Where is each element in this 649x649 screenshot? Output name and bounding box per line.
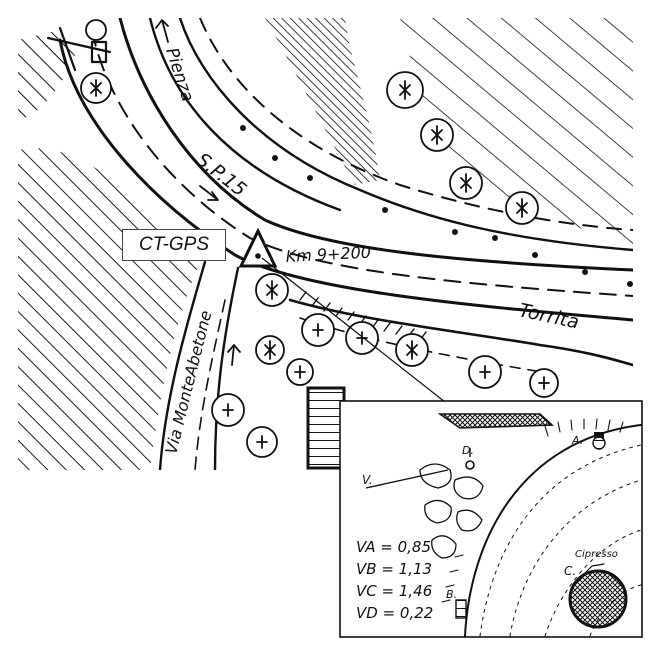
torrita-bank bbox=[288, 298, 633, 367]
detail-inset bbox=[339, 400, 643, 638]
point-v-label: V. bbox=[362, 473, 373, 487]
measurement-vb: VB = 1,13 bbox=[356, 560, 432, 578]
bank-ticks bbox=[299, 291, 427, 341]
measurements: VA = 0,85 VB = 1,13 VC = 1,46 VD = 0,22 bbox=[356, 538, 433, 622]
point-b-label: B. bbox=[446, 588, 457, 601]
measurement-vc: VC = 1,46 bbox=[356, 582, 432, 600]
measurement-va: VA = 0,85 bbox=[356, 538, 431, 556]
river-name-label: Torrita bbox=[517, 299, 581, 333]
street-arrow bbox=[227, 344, 241, 366]
point-d-label: D. bbox=[462, 444, 474, 457]
road-edge-north bbox=[118, 18, 633, 272]
building bbox=[306, 386, 346, 470]
sp15-arrow bbox=[199, 185, 219, 201]
fence-sign bbox=[46, 26, 112, 72]
river-bank-north bbox=[178, 18, 633, 252]
street-dash bbox=[194, 299, 226, 470]
point-c-label: C. bbox=[564, 564, 576, 578]
slope-hatch bbox=[265, 18, 380, 185]
road-direction-label: Pienza bbox=[161, 45, 197, 104]
torrita-dash bbox=[299, 317, 561, 376]
river-dashed bbox=[199, 18, 633, 231]
river-bank-south bbox=[148, 18, 342, 212]
river-dots bbox=[240, 125, 633, 287]
tree-name-label: Cipresso bbox=[575, 549, 618, 560]
point-a-label: A. bbox=[571, 434, 583, 447]
gps-station-symbol bbox=[238, 227, 278, 268]
road-arrow bbox=[155, 19, 169, 43]
street-edge-east bbox=[213, 266, 240, 470]
station-label: CT-GPS bbox=[122, 229, 226, 261]
km-marker-label: Km 9+200 bbox=[285, 243, 371, 266]
tree-marks bbox=[90, 79, 550, 449]
street-edge-west bbox=[158, 260, 207, 470]
field-hatch-left bbox=[18, 148, 200, 470]
measurement-vd: VD = 0,22 bbox=[356, 604, 433, 622]
field-hatch-right bbox=[400, 18, 633, 250]
leader-line bbox=[261, 257, 446, 403]
field-hatch-top-left bbox=[18, 30, 75, 120]
road-edge-south bbox=[58, 38, 633, 322]
